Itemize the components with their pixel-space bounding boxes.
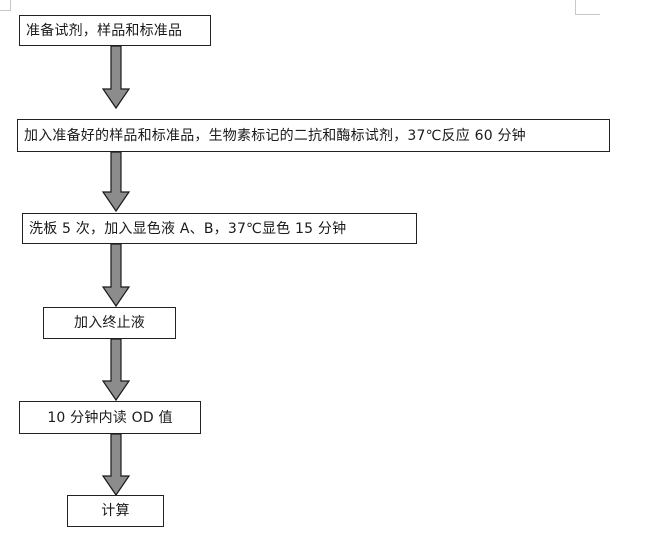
down-arrow-icon xyxy=(101,243,131,308)
page-corner-mark xyxy=(0,0,11,11)
step-box-5: 10 分钟内读 OD 值 xyxy=(19,401,201,434)
step-label-3: 洗板 5 次，加入显色液 A、B，37℃显色 15 分钟 xyxy=(29,220,347,237)
step-box-3: 洗板 5 次，加入显色液 A、B，37℃显色 15 分钟 xyxy=(22,213,417,244)
step-box-2: 加入准备好的样品和标准品，生物素标记的二抗和酶标试剂，37℃反应 60 分钟 xyxy=(17,119,610,152)
step-label-5: 10 分钟内读 OD 值 xyxy=(47,409,173,426)
step-box-1: 准备试剂，样品和标准品 xyxy=(19,15,211,46)
down-arrow-icon xyxy=(101,45,131,110)
step-box-4: 加入终止液 xyxy=(43,307,176,339)
arrow-shape xyxy=(101,151,131,213)
step-box-6: 计算 xyxy=(67,495,164,527)
down-arrow-icon xyxy=(101,338,131,402)
arrow-shape xyxy=(101,338,131,402)
arrow-shape xyxy=(101,243,131,308)
step-label-2: 加入准备好的样品和标准品，生物素标记的二抗和酶标试剂，37℃反应 60 分钟 xyxy=(24,127,526,144)
step-label-4: 加入终止液 xyxy=(74,315,145,331)
step-label-1: 准备试剂，样品和标准品 xyxy=(26,22,183,39)
down-arrow-icon xyxy=(101,151,131,213)
down-arrow-icon xyxy=(101,433,131,497)
arrow-shape xyxy=(101,433,131,497)
step-label-6: 计算 xyxy=(101,503,130,519)
arrow-shape xyxy=(101,45,131,110)
page-corner-mark xyxy=(575,0,600,15)
